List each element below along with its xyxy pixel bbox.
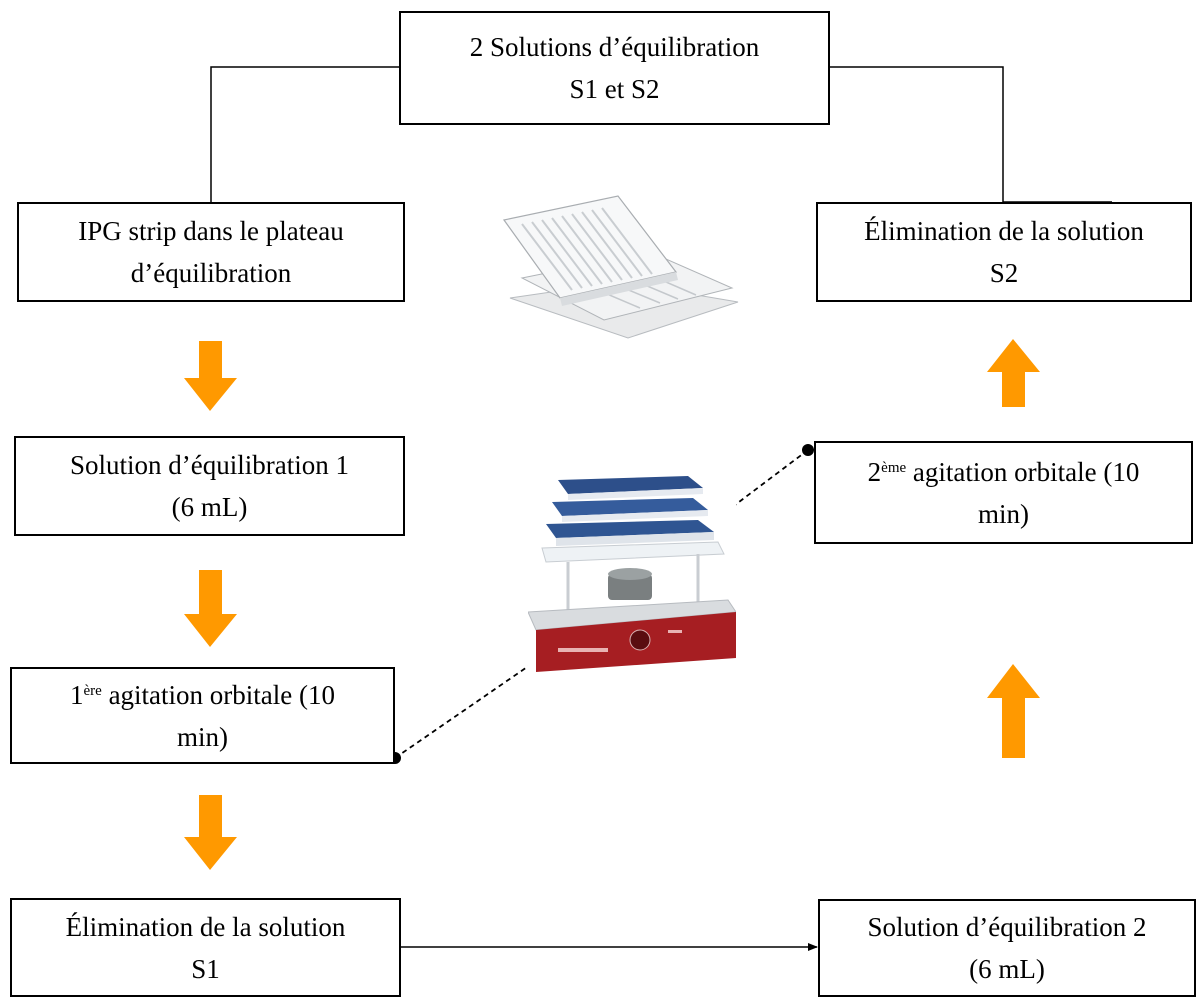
agit2-number: 2	[867, 456, 882, 487]
box-agit2-line2: min)	[978, 498, 1029, 529]
box-elim2-line1: Élimination de la solution	[864, 216, 1144, 246]
box-agit2-line1: 2ème agitation orbitale (10	[868, 451, 1140, 493]
dot-agit2	[802, 444, 814, 456]
orange-down-arrow-1	[184, 341, 237, 411]
dashed-line-agit1-shaker	[394, 664, 531, 759]
box-solution-1: Solution d’équilibration 1 (6 mL)	[14, 436, 405, 536]
box-ipg-strip: IPG strip dans le plateau d’équilibratio…	[17, 202, 405, 302]
agit2-superscript: ème	[881, 459, 907, 476]
box-agit1-line2: min)	[177, 721, 228, 752]
box-sol1-line1: Solution d’équilibration 1	[70, 450, 349, 480]
box-ipg-line1: IPG strip dans le plateau	[78, 216, 344, 246]
box-elim1-line2: S1	[191, 953, 220, 984]
agit2-text: agitation orbitale (10	[906, 456, 1140, 487]
box-elim1-line1: Élimination de la solution	[65, 911, 346, 942]
box-elimination-s2: Élimination de la solution S2	[816, 202, 1192, 302]
box-agitation-1: 1ère agitation orbitale (10 min)	[10, 667, 395, 764]
equilibration-tray-photo	[502, 195, 739, 339]
box-solution-2: Solution d’équilibration 2 (6 mL)	[818, 899, 1196, 997]
box-elimination-s1: Élimination de la solution S1	[10, 898, 401, 997]
box-agit1-line1: 1ère agitation orbitale (10	[70, 674, 335, 716]
agit1-superscript: ère	[83, 682, 102, 699]
connector-top-right	[828, 66, 1004, 202]
box-sol2-line2: (6 mL)	[969, 954, 1045, 984]
box-sol2-line1: Solution d’équilibration 2	[867, 912, 1147, 942]
dashed-line-agit2-shaker	[734, 449, 809, 506]
orange-up-arrow-2	[987, 664, 1040, 758]
agit1-number: 1	[70, 679, 84, 710]
box-ipg-line2: d’équilibration	[130, 258, 292, 288]
box-elim2-line2: S2	[989, 258, 1019, 288]
orbital-shaker-photo	[528, 462, 736, 672]
box-agitation-2: 2ème agitation orbitale (10 min)	[814, 441, 1193, 544]
connector-top-left	[210, 66, 400, 202]
box-top-line1: 2 Solutions d’équilibration	[469, 32, 760, 62]
box-solutions-s1-s2: 2 Solutions d’équilibration S1 et S2	[399, 11, 830, 125]
orange-down-arrow-3	[184, 795, 237, 870]
agit1-text: agitation orbitale (10	[101, 679, 335, 710]
box-top-line2: S1 et S2	[569, 74, 660, 104]
box-sol1-line2: (6 mL)	[171, 492, 248, 522]
orange-down-arrow-2	[184, 570, 237, 647]
orange-up-arrow-1	[987, 339, 1040, 407]
